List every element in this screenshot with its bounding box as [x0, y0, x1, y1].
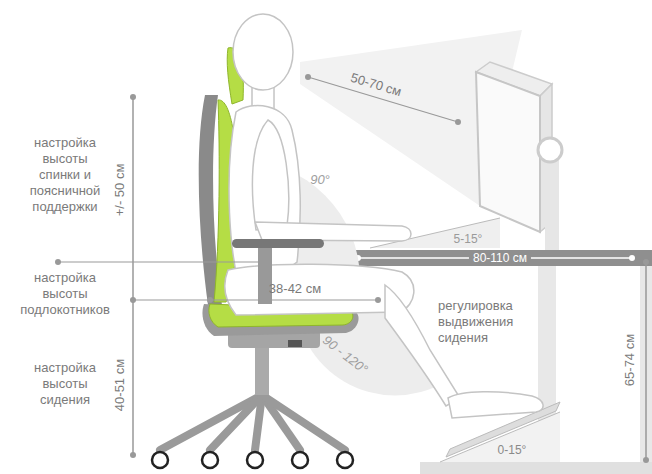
chair-leg [210, 395, 262, 450]
desk-base [420, 462, 652, 474]
dimension-dot [207, 297, 213, 303]
dimension-line [645, 262, 647, 460]
person-foot [448, 392, 543, 418]
armrest-pad [232, 239, 324, 248]
label-slot: 90° [310, 172, 330, 188]
dimension-dot [305, 74, 311, 80]
monitor-screen [476, 72, 540, 232]
desk-top [350, 250, 652, 266]
angle-label: 5-15° [454, 231, 483, 247]
person-forearm [255, 222, 411, 241]
angle-label: 90° [310, 172, 330, 188]
dimension-label: 65-74 см [622, 330, 638, 390]
wheel [292, 452, 308, 468]
label-slot: 40-51 см [112, 359, 128, 411]
dimension-line [133, 299, 378, 300]
dimension-dot [455, 119, 461, 125]
person-outline [225, 14, 543, 418]
callout-text: настройка высоты спинки и поясничной под… [22, 135, 108, 215]
dimension-label: +/- 50 см [112, 164, 128, 217]
chair-leg [262, 395, 345, 450]
label-slot: 5-15° [454, 231, 483, 247]
chair-wheels [152, 452, 353, 468]
label-slot: +/- 50 см [112, 164, 128, 217]
label-slot: настройка высоты спинки и поясничной под… [22, 135, 108, 215]
wheel [202, 452, 218, 468]
angle-line [440, 412, 560, 462]
dimension-label: 40-51 см [112, 359, 128, 411]
leader-line [58, 261, 258, 262]
dimension-label: 38-42 см [269, 281, 321, 297]
person-upper-arm [252, 120, 288, 230]
wheel [337, 452, 353, 468]
label-slot: 65-74 см [622, 330, 638, 390]
dimension-dot [643, 457, 649, 463]
monitor-joint [538, 138, 562, 162]
label-slot: 0-15° [498, 442, 527, 458]
monitor-pole [545, 150, 559, 250]
callout-text: настройка высоты подлокотников [15, 270, 115, 318]
chair-leg [160, 395, 262, 450]
chair-base [160, 395, 345, 450]
wheel [152, 452, 168, 468]
dimension-dot [629, 255, 635, 261]
label-slot: регулировка выдвижения сидения [438, 298, 528, 346]
seat-lever [288, 340, 302, 347]
angle-wedge [440, 412, 560, 462]
chair-leg [255, 395, 262, 450]
label-slot: 80-110 см [469, 250, 531, 266]
label-slot: настройка высоты сидения [22, 360, 108, 408]
wheel [247, 452, 263, 468]
person-head [233, 14, 293, 90]
dimension-dot [130, 94, 136, 100]
dimension-label: 80-110 см [469, 250, 531, 266]
dimension-dot [375, 297, 381, 303]
label-slot: 38-42 см [269, 281, 321, 297]
callout-text: настройка высоты сидения [22, 360, 108, 408]
leader-dot [55, 259, 61, 265]
dimension-dot [130, 452, 136, 458]
angle-label: 0-15° [498, 442, 527, 458]
dimension-line [132, 97, 134, 455]
gas-lift [255, 345, 269, 395]
callout-text: регулировка выдвижения сидения [438, 298, 528, 346]
dimension-dot [643, 259, 649, 265]
label-slot: настройка высоты подлокотников [15, 270, 115, 318]
